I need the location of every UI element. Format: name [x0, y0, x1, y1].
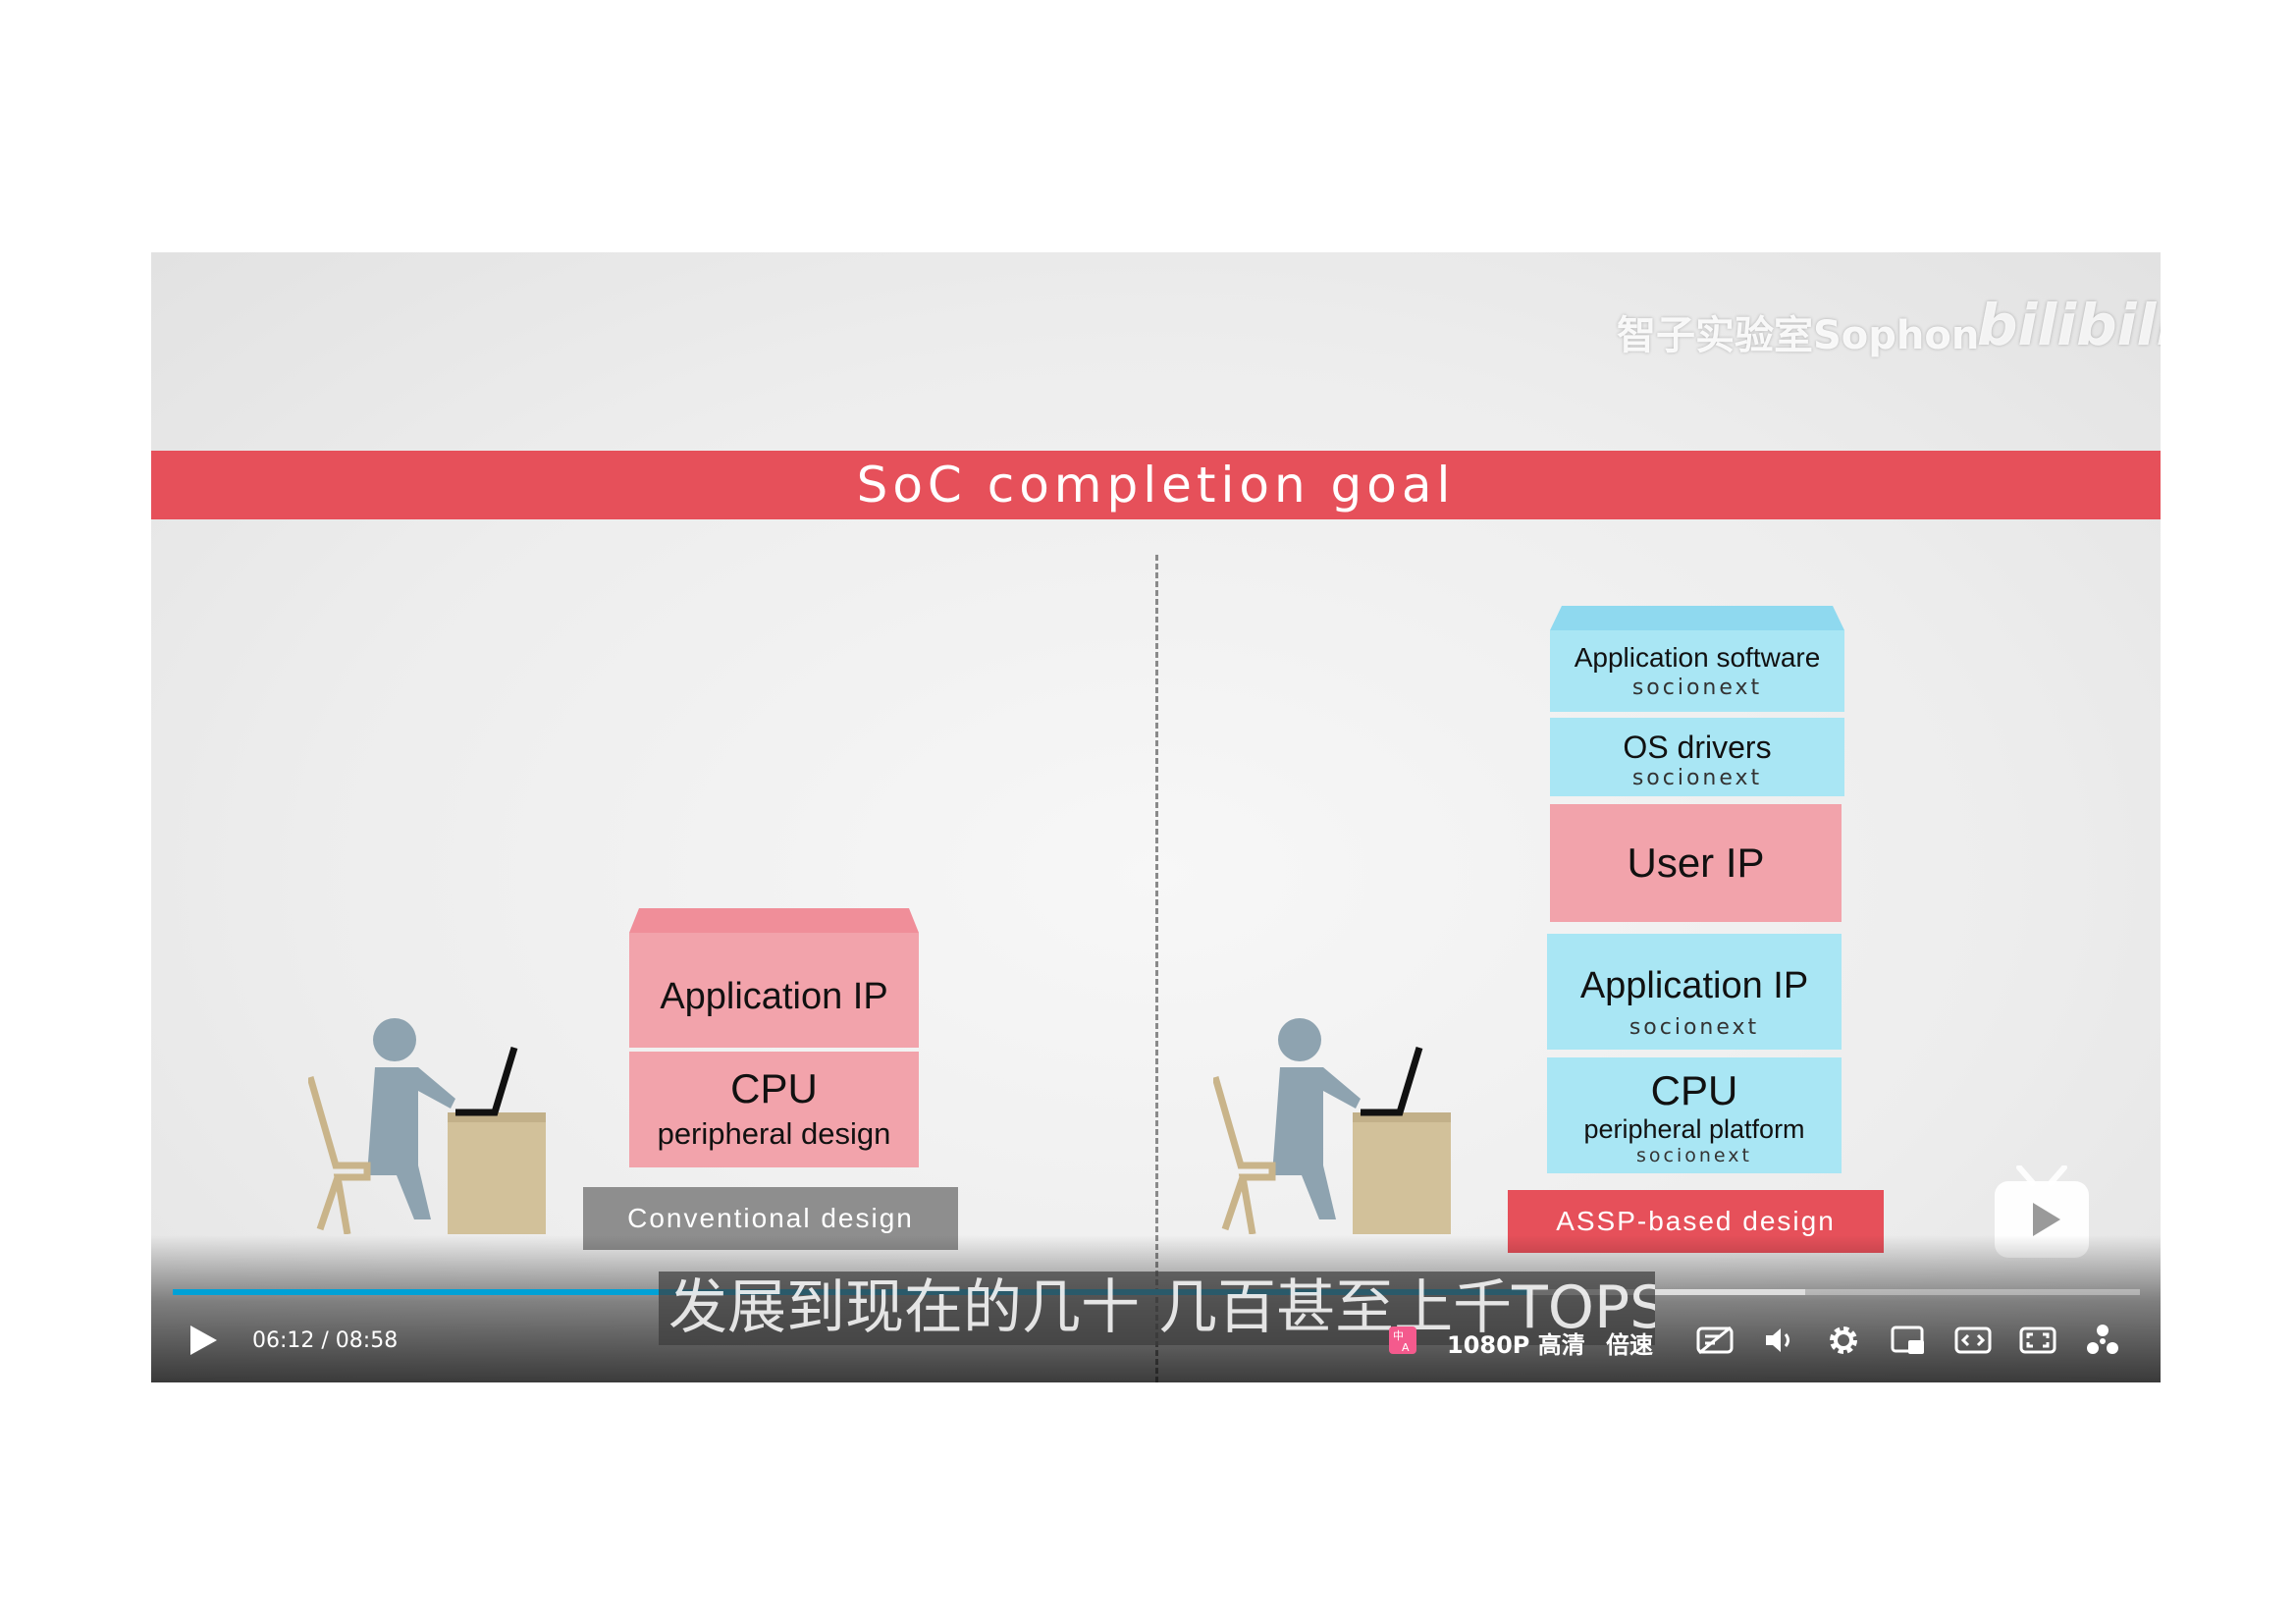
widescreen-icon: [1954, 1326, 1992, 1354]
play-button[interactable]: [181, 1319, 224, 1362]
socionext-logo: socionext: [1636, 1145, 1752, 1166]
left-block-cpu-sublabel: peripheral design: [657, 1116, 891, 1151]
person-at-desk-left-icon: [308, 1018, 546, 1234]
volume-button[interactable]: [1757, 1319, 1800, 1362]
left-stack-cap: [629, 908, 919, 933]
center-divider: [1155, 555, 1158, 1382]
socionext-logo: socionext: [1629, 1015, 1760, 1040]
right-block-application-ip: Application IP socionext: [1547, 934, 1842, 1050]
danmaku-toggle[interactable]: [1693, 1319, 1736, 1362]
share-icon: [2087, 1325, 2118, 1354]
svg-text:中: 中: [1393, 1329, 1404, 1342]
right-block-os-drivers: OS drivers socionext: [1550, 718, 1844, 796]
right-stack-cap: [1550, 606, 1844, 630]
time-display: 06:12 / 08:58: [252, 1328, 399, 1353]
right-block-user-ip-label: User IP: [1627, 839, 1765, 886]
left-block-application-ip: Application IP: [629, 933, 919, 1048]
person-at-desk-right-icon: [1213, 1018, 1451, 1234]
right-block-os-drivers-label: OS drivers: [1623, 730, 1772, 765]
pip-button[interactable]: [1887, 1319, 1930, 1362]
play-icon: [190, 1326, 217, 1355]
widescreen-button[interactable]: [1951, 1319, 1995, 1362]
right-block-cpu-label: CPU: [1650, 1067, 1738, 1113]
volume-icon: [1766, 1328, 1789, 1352]
share-button[interactable]: [2081, 1319, 2124, 1362]
right-block-cpu: CPU peripheral platform socionext: [1547, 1057, 1842, 1173]
svg-text:A: A: [1402, 1341, 1410, 1354]
right-block-application-ip-label: Application IP: [1579, 965, 1809, 1006]
video-player[interactable]: 智子实验室Sophon bilibili SoC completion goal…: [151, 252, 2161, 1382]
quality-selector[interactable]: 1080P 高清: [1447, 1331, 1585, 1359]
left-block-cpu: CPU peripheral design: [629, 1052, 919, 1167]
banner-title: SoC completion goal: [151, 451, 2161, 519]
settings-button[interactable]: [1822, 1319, 1865, 1362]
left-block-cpu-label: CPU: [730, 1065, 818, 1111]
fullscreen-icon: [2019, 1326, 2056, 1354]
danmaku-off-icon: [1696, 1326, 1734, 1355]
settings-icon: [1830, 1326, 1857, 1354]
bilibili-logo: bilibili: [1977, 292, 2161, 358]
fullscreen-button[interactable]: [2016, 1319, 2059, 1362]
speed-selector[interactable]: 倍速: [1606, 1331, 1653, 1359]
channel-watermark: 智子实验室Sophon: [1617, 313, 1980, 358]
socionext-logo: socionext: [1631, 676, 1763, 700]
pip-icon: [1891, 1326, 1924, 1354]
right-block-application-software: Application software socionext: [1550, 630, 1844, 712]
left-block-application-ip-label: Application IP: [660, 976, 888, 1017]
socionext-logo: socionext: [1631, 766, 1763, 790]
subtitle-lang-button[interactable]: 中 A: [1383, 1321, 1422, 1360]
right-block-user-ip: User IP: [1550, 804, 1842, 922]
right-block-cpu-sublabel: peripheral platform: [1583, 1114, 1805, 1144]
right-block-application-software-label: Application software: [1574, 642, 1821, 673]
subtitle-lang-icon: 中 A: [1389, 1326, 1416, 1354]
subtitle-caption: 发展到现在的几十 几百甚至上千TOPS: [659, 1272, 1655, 1345]
